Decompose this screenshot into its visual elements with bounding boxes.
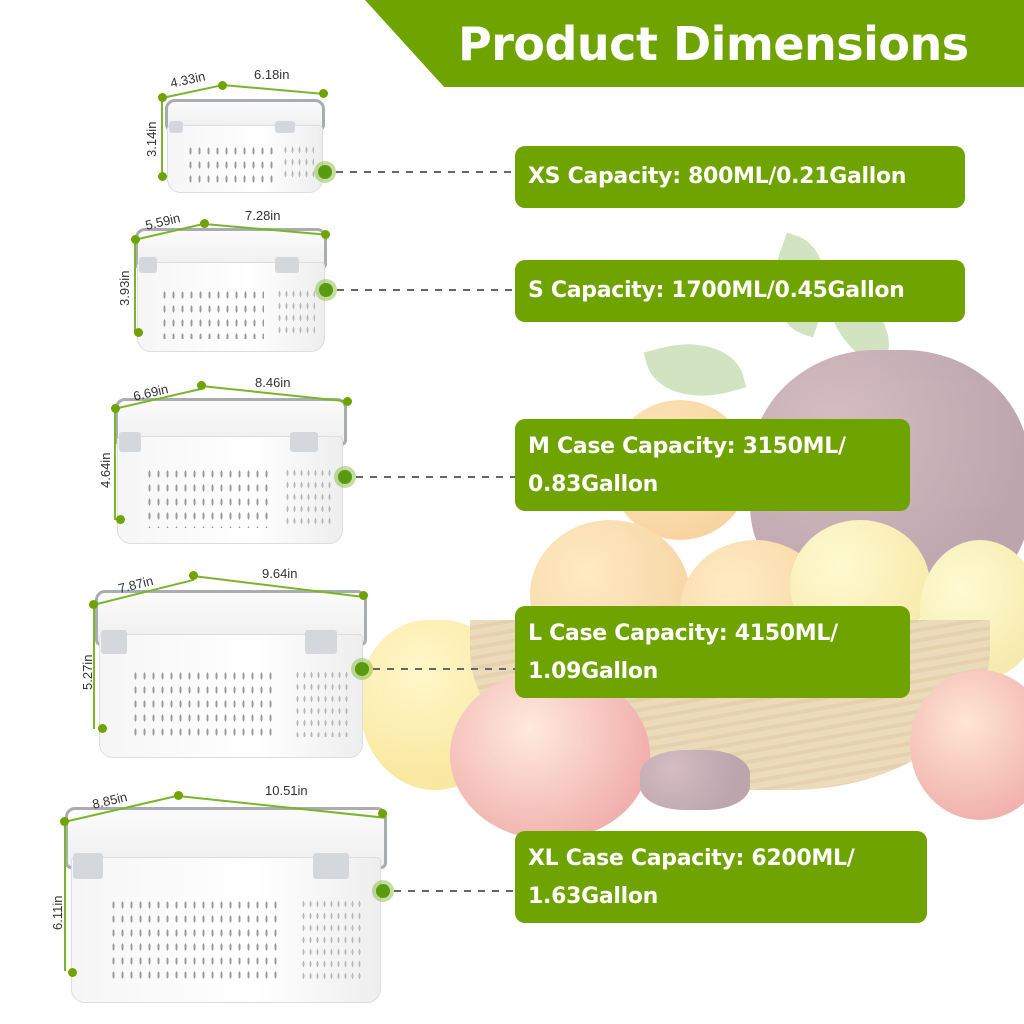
dimension-dot [199,218,209,228]
dim-height-s: 3.93in [117,270,132,306]
dimension-dot [342,396,352,406]
title-banner [365,0,1024,87]
connector-line [373,668,515,670]
dimension-dot [130,234,140,244]
container-l-image [95,580,375,760]
capacity-label-s: S Capacity: 1700ML/0.45Gallon [515,260,965,322]
grapes-icon [640,750,750,810]
dim-length-l: 9.64in [262,566,298,581]
page-title: Product Dimensions [458,17,969,71]
dimension-dot [133,327,143,337]
connector-dot [319,283,333,297]
dimension-dot [188,570,198,580]
dim-length-s: 7.28in [245,208,281,223]
dimension-dot [217,80,227,90]
capacity-label-xs: XS Capacity: 800ML/0.21Gallon [515,146,965,208]
dim-length-xl: 10.51in [265,783,308,798]
dimension-dot [377,808,387,818]
dimension-dot [196,380,206,390]
dimension-dot [358,590,368,600]
capacity-text-line2: 1.09Gallon [528,659,659,684]
apple-icon [450,670,650,840]
lemon-icon [920,540,1024,680]
dimension-dot [115,514,125,524]
connector-dot [318,165,332,179]
dimension-line [114,408,116,520]
capacity-text: XS Capacity: 800ML/0.21Gallon [528,164,907,189]
capacity-text: S Capacity: 1700ML/0.45Gallon [528,278,905,303]
dimension-dot [173,790,183,800]
dimension-dot [97,723,107,733]
connector-dot [355,662,369,676]
capacity-text-line1: L Case Capacity: 4150ML/ [528,621,838,646]
connector-dot [338,470,352,484]
dim-height-xl: 6.11in [50,895,65,930]
connector-line [394,890,515,892]
dim-width-xs: 4.33in [168,68,207,91]
dim-length-m: 8.46in [255,375,291,390]
dimension-line [221,84,322,95]
pepper-icon [360,620,510,790]
dimension-dot [67,967,77,977]
dim-length-xs: 6.18in [254,67,290,82]
dimension-dot [88,599,98,609]
capacity-label-xl: XL Case Capacity: 6200ML/ 1.63Gallon [515,831,927,923]
dimension-line [161,97,163,177]
container-s-image [135,222,335,357]
connector-dot [376,884,390,898]
connector-line [356,476,516,478]
dimension-dot [59,816,69,826]
capacity-label-m: M Case Capacity: 3150ML/ 0.83Gallon [515,419,910,511]
capacity-label-l: L Case Capacity: 4150ML/ 1.09Gallon [515,606,910,698]
dim-height-m: 4.64in [98,452,113,488]
dim-height-l: 5.27in [80,654,95,690]
capacity-text-line1: M Case Capacity: 3150ML/ [528,434,846,459]
container-m-image [115,390,355,545]
capacity-text-line2: 1.63Gallon [528,884,659,909]
dimension-line [93,604,95,729]
container-xs-image [165,95,335,195]
dimension-line [64,821,66,971]
apple-icon [910,670,1024,820]
capacity-text-line2: 0.83Gallon [528,472,659,497]
capacity-text-line1: XL Case Capacity: 6200ML/ [528,846,855,871]
dimension-dot [320,229,330,239]
leaf-icon [643,329,747,411]
dimension-dot [110,403,120,413]
connector-line [336,171,516,173]
dimension-dot [318,88,328,98]
connector-line [337,289,515,291]
dimension-dot [157,92,167,102]
dimension-line [134,239,136,333]
dim-height-xs: 3.14in [144,121,159,157]
container-xl-image [65,795,395,1005]
dimension-dot [157,171,167,181]
